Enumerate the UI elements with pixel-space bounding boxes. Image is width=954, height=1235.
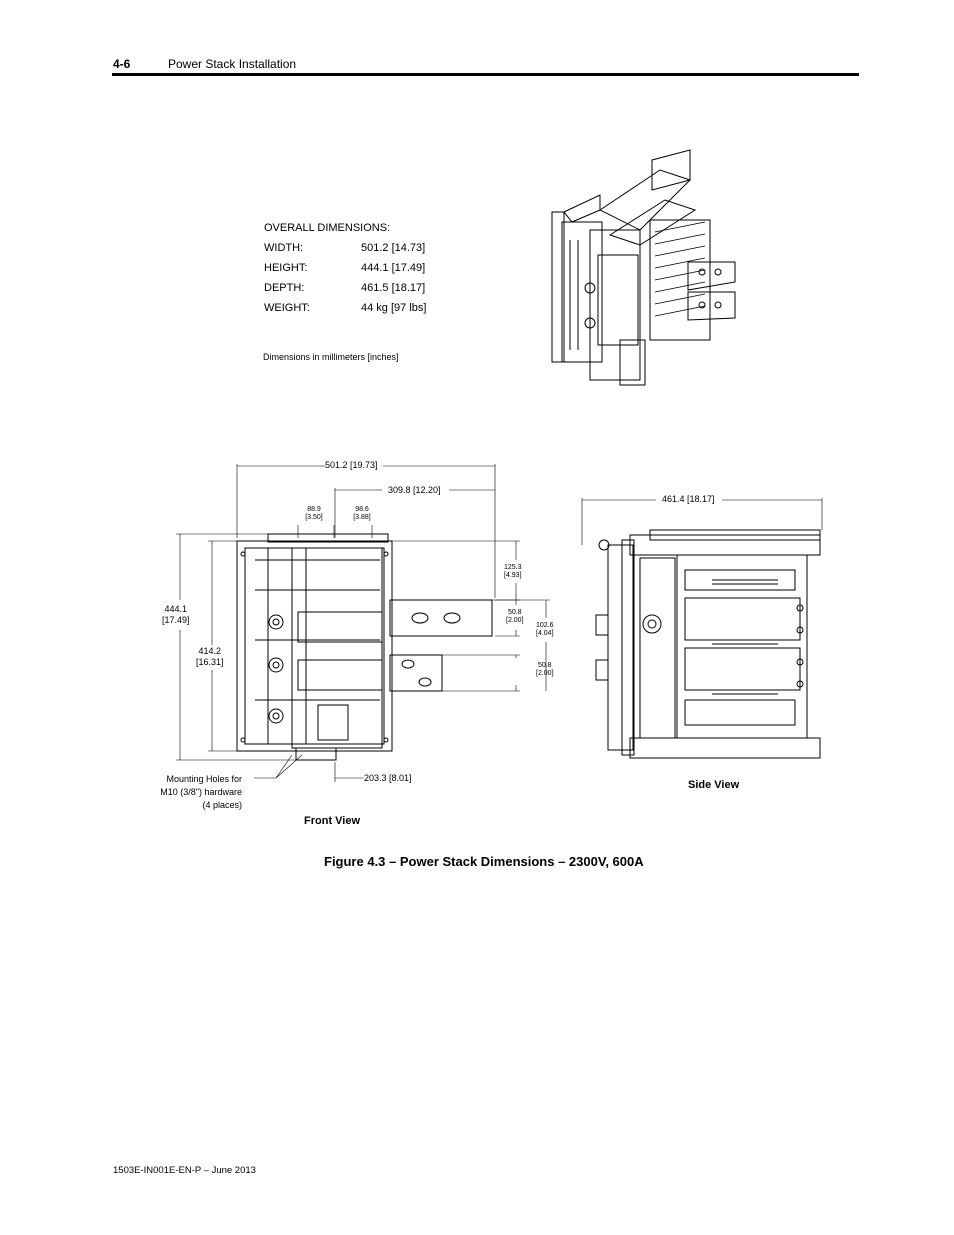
- front-view-label: Front View: [304, 815, 361, 827]
- dim-partial-width: 309.8 [12.20]: [388, 485, 441, 495]
- dim-88-9: 88.9[3.50]: [305, 506, 323, 521]
- header-rule: [112, 73, 859, 76]
- dim-125-3: 125.3[4.93]: [504, 564, 522, 579]
- units-note: Dimensions in millimeters [inches]: [263, 352, 399, 362]
- dim-bus1: 50.8[2.00]: [506, 609, 524, 624]
- page-number: 4-6: [113, 57, 131, 71]
- isometric-view: [551, 149, 736, 386]
- page-footer: 1503E-IN001E-EN-P – June 2013: [113, 1165, 256, 1176]
- spec-value-height: 444.1 [17.49]: [361, 262, 426, 274]
- side-view-label: Side View: [688, 779, 740, 791]
- spec-value-weight: 44 kg [97 lbs]: [361, 302, 427, 314]
- spec-label-width: WIDTH:: [264, 242, 304, 254]
- dim-overall-width: 501.2 [19.73]: [325, 460, 378, 470]
- side-view-drawing: [595, 529, 821, 759]
- dim-overall-height: 444.1[17.49]: [162, 604, 190, 625]
- spec-label-weight: WEIGHT:: [264, 302, 310, 314]
- front-view-dimension-lines: [176, 464, 550, 782]
- side-view-dimension-lines: [581, 498, 823, 545]
- dim-inner-height: 414.2[16.31]: [196, 646, 224, 667]
- section-title: Power Stack Installation: [168, 57, 297, 71]
- spec-label-height: HEIGHT:: [264, 262, 308, 274]
- spec-value-width: 501.2 [14.73]: [361, 242, 426, 254]
- dim-side-depth: 461.4 [18.17]: [662, 494, 715, 504]
- spec-label-depth: DEPTH:: [264, 282, 305, 294]
- dim-98-6: 98.6[3.88]: [353, 506, 371, 521]
- spec-value-depth: 461.5 [18.17]: [361, 282, 426, 294]
- dim-bottom-width: 203.3 [8.01]: [364, 773, 412, 783]
- front-view-drawing: [236, 533, 493, 761]
- specs-heading: OVERALL DIMENSIONS:: [264, 222, 391, 234]
- dim-bus-spacing: 102.6[4.04]: [536, 622, 554, 637]
- figure-caption: Figure 4.3 – Power Stack Dimensions – 23…: [324, 854, 644, 869]
- dim-bus2: 50.8[2.00]: [536, 662, 554, 677]
- mounting-holes-note: Mounting Holes for M10 (3/8") hardware (…: [160, 774, 242, 810]
